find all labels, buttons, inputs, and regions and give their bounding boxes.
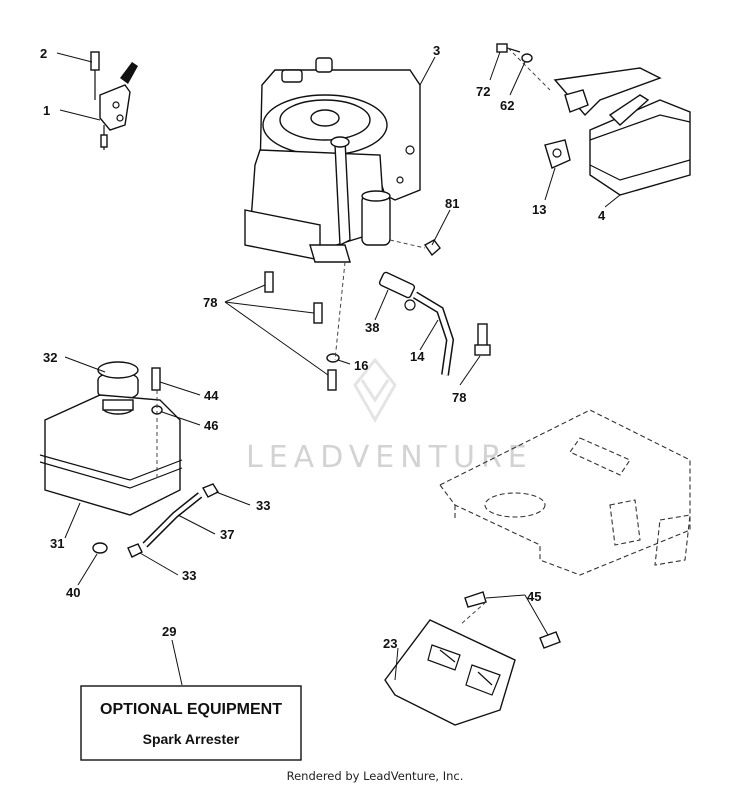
fuel-cap-part [97, 361, 139, 401]
frame-dashed [439, 409, 691, 576]
callout-81: 81 [445, 196, 459, 211]
fuel-filter-part [378, 271, 416, 311]
callout-45: 45 [527, 589, 541, 604]
callout-29: 29 [162, 624, 176, 639]
callout-46: 46 [204, 418, 218, 433]
callout-2: 2 [40, 46, 47, 61]
screws-45-part [464, 591, 561, 649]
assembly-lines [156, 47, 551, 626]
engine-part [244, 57, 421, 263]
callout-33-b: 33 [182, 568, 196, 583]
watermark-logo [353, 357, 397, 424]
fuel-tank-part [39, 394, 183, 516]
nut-81-part [423, 239, 441, 257]
callout-62: 62 [500, 98, 514, 113]
callout-16: 16 [354, 358, 368, 373]
callout-37: 37 [220, 527, 234, 542]
bushing-40-part [92, 542, 108, 554]
callout-31: 31 [50, 536, 64, 551]
callout-13: 13 [532, 202, 546, 217]
callout-32: 32 [43, 350, 57, 365]
watermark-text: LEADVENTURE [246, 440, 533, 475]
throttle-control-part [90, 51, 138, 150]
optional-equipment-title: OPTIONAL EQUIPMENT [100, 701, 282, 718]
leader-lines [56, 51, 621, 686]
callout-72: 72 [476, 84, 490, 99]
bolts-78-part [264, 271, 491, 391]
heat-shield-part [384, 619, 516, 726]
callout-3: 3 [433, 43, 440, 58]
optional-equipment-subtitle: Spark Arrester [143, 731, 240, 747]
clamp-33b-part [127, 543, 143, 558]
optional-equipment-box: OPTIONAL EQUIPMENT Spark Arrester [80, 685, 302, 761]
callout-labels: 2 1 3 72 62 13 4 81 78 38 14 16 78 32 44… [40, 43, 606, 651]
clamp-33a-part [202, 483, 220, 498]
callout-78-a: 78 [203, 295, 217, 310]
callout-44: 44 [204, 388, 219, 403]
gasket-part [544, 139, 571, 169]
washer-16-part [326, 353, 340, 363]
callout-33-a: 33 [256, 498, 270, 513]
callout-23: 23 [383, 636, 397, 651]
callout-38: 38 [365, 320, 379, 335]
callout-14: 14 [410, 349, 425, 364]
bolt-44-part [151, 367, 161, 391]
callout-40: 40 [66, 585, 80, 600]
callout-1: 1 [43, 103, 50, 118]
washer-62-part [521, 53, 533, 63]
callout-78-b: 78 [452, 390, 466, 405]
callout-4: 4 [598, 208, 606, 223]
footer-credit: Rendered by LeadVenture, Inc. [287, 769, 464, 783]
muffler-part [553, 67, 691, 196]
